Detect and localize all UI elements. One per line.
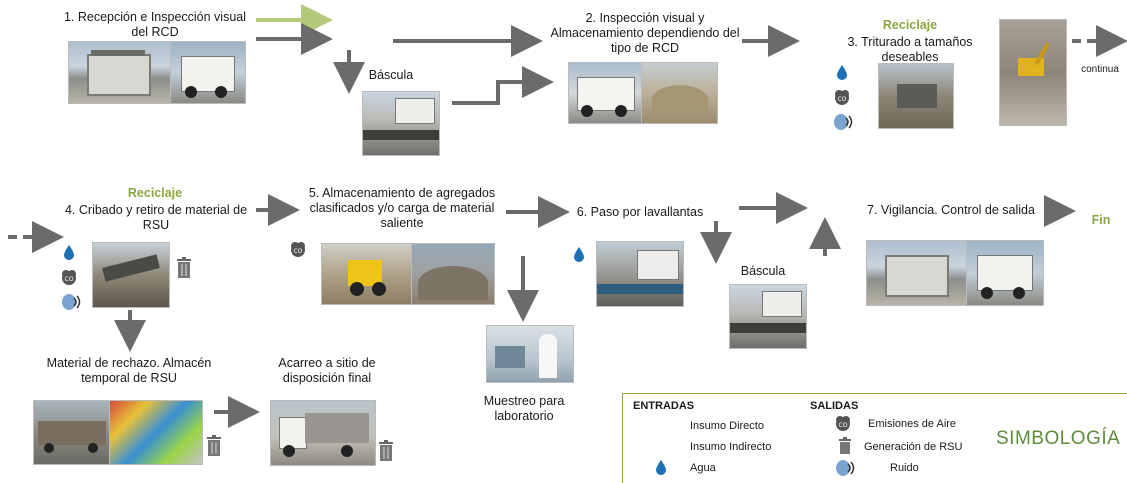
co2-emission-icon: CO	[836, 416, 850, 431]
water-drop-icon	[574, 247, 584, 262]
noise-icon	[836, 460, 855, 476]
co2-emission-icon: CO	[62, 270, 76, 285]
co2-emission-icon: CO	[291, 242, 305, 257]
photo-truck-2	[568, 62, 643, 124]
trash-bin-icon	[379, 440, 393, 461]
svg-text:CO: CO	[65, 276, 74, 283]
bascula2-label: Báscula	[740, 264, 786, 278]
step1-label: 1. Recepción e Inspección visual del RCD	[63, 10, 247, 39]
trash-bin-icon	[839, 437, 851, 454]
photo-truck-1	[170, 41, 246, 104]
noise-icon	[62, 294, 81, 310]
photo-excavator	[999, 19, 1067, 126]
photo-guardhouse	[68, 41, 172, 104]
simbologia-title: SIMBOLOGÍA	[996, 428, 1121, 449]
water-drop-icon	[64, 245, 74, 260]
legend-ruido: Ruido	[890, 462, 919, 474]
step3-tag: Reciclaje	[882, 18, 938, 32]
photo-trailer	[33, 400, 111, 465]
legend-salidas: SALIDAS	[810, 400, 859, 412]
photo-stockpile	[641, 62, 718, 124]
photo-lab	[486, 325, 574, 383]
fin-label: Fin	[1091, 213, 1111, 227]
continua-label: continua	[1081, 64, 1119, 75]
step4-tag: Reciclaje	[127, 186, 183, 200]
svg-text:CO: CO	[839, 422, 848, 429]
svg-text:CO: CO	[294, 248, 303, 255]
step6-label: 6. Paso por lavallantas	[576, 205, 704, 219]
photo-loader	[321, 243, 413, 305]
step4-label: 4. Cribado y retiro de material de RSU	[64, 203, 248, 232]
arrow-bascula1-to-step2	[452, 66, 554, 105]
step7-label: 7. Vigilancia. Control de salida	[867, 203, 1035, 217]
photo-wheelwash	[596, 241, 684, 307]
acarreo-label: Acarreo a sitio de disposición final	[278, 356, 376, 385]
legend-insumo-directo: Insumo Directo	[690, 420, 764, 432]
rechazo-label: Material de rechazo. Almacén temporal de…	[46, 356, 212, 385]
photo-screener	[92, 242, 170, 308]
legend-box	[622, 393, 1127, 483]
trash-bin-icon	[207, 435, 221, 456]
step5-label: 5. Almacenamiento de agregados clasifica…	[308, 186, 496, 230]
step3-label: 3. Triturado a tamaños deseables	[847, 35, 973, 64]
legend-agua: Agua	[690, 462, 716, 474]
co2-emission-icon: CO	[835, 90, 849, 105]
svg-text:CO: CO	[838, 96, 847, 103]
trash-bin-icon	[177, 257, 191, 278]
photo-scale-2	[729, 284, 807, 349]
bascula1-label: Báscula	[368, 68, 414, 82]
photo-scale-1	[362, 91, 440, 156]
legend-insumo-indirecto: Insumo Indirecto	[690, 441, 772, 453]
legend-entradas: ENTRADAS	[633, 400, 695, 412]
photo-guardhouse-exit	[866, 240, 968, 306]
water-drop-icon	[837, 65, 847, 80]
legend-emisiones: Emisiones de Aire	[868, 418, 957, 430]
photo-haul-truck	[270, 400, 376, 466]
water-drop-icon	[656, 460, 666, 475]
step2-label: 2. Inspección visual y Almacenamiento de…	[550, 11, 740, 55]
muestreo-label: Muestreo para laboratorio	[483, 394, 565, 423]
photo-aggregate-pile	[411, 243, 495, 305]
legend-rsu: Generación de RSU	[864, 441, 963, 453]
photo-waste	[109, 400, 203, 465]
photo-truck-exit	[966, 240, 1044, 306]
noise-icon	[834, 114, 853, 130]
photo-crusher	[878, 63, 954, 129]
